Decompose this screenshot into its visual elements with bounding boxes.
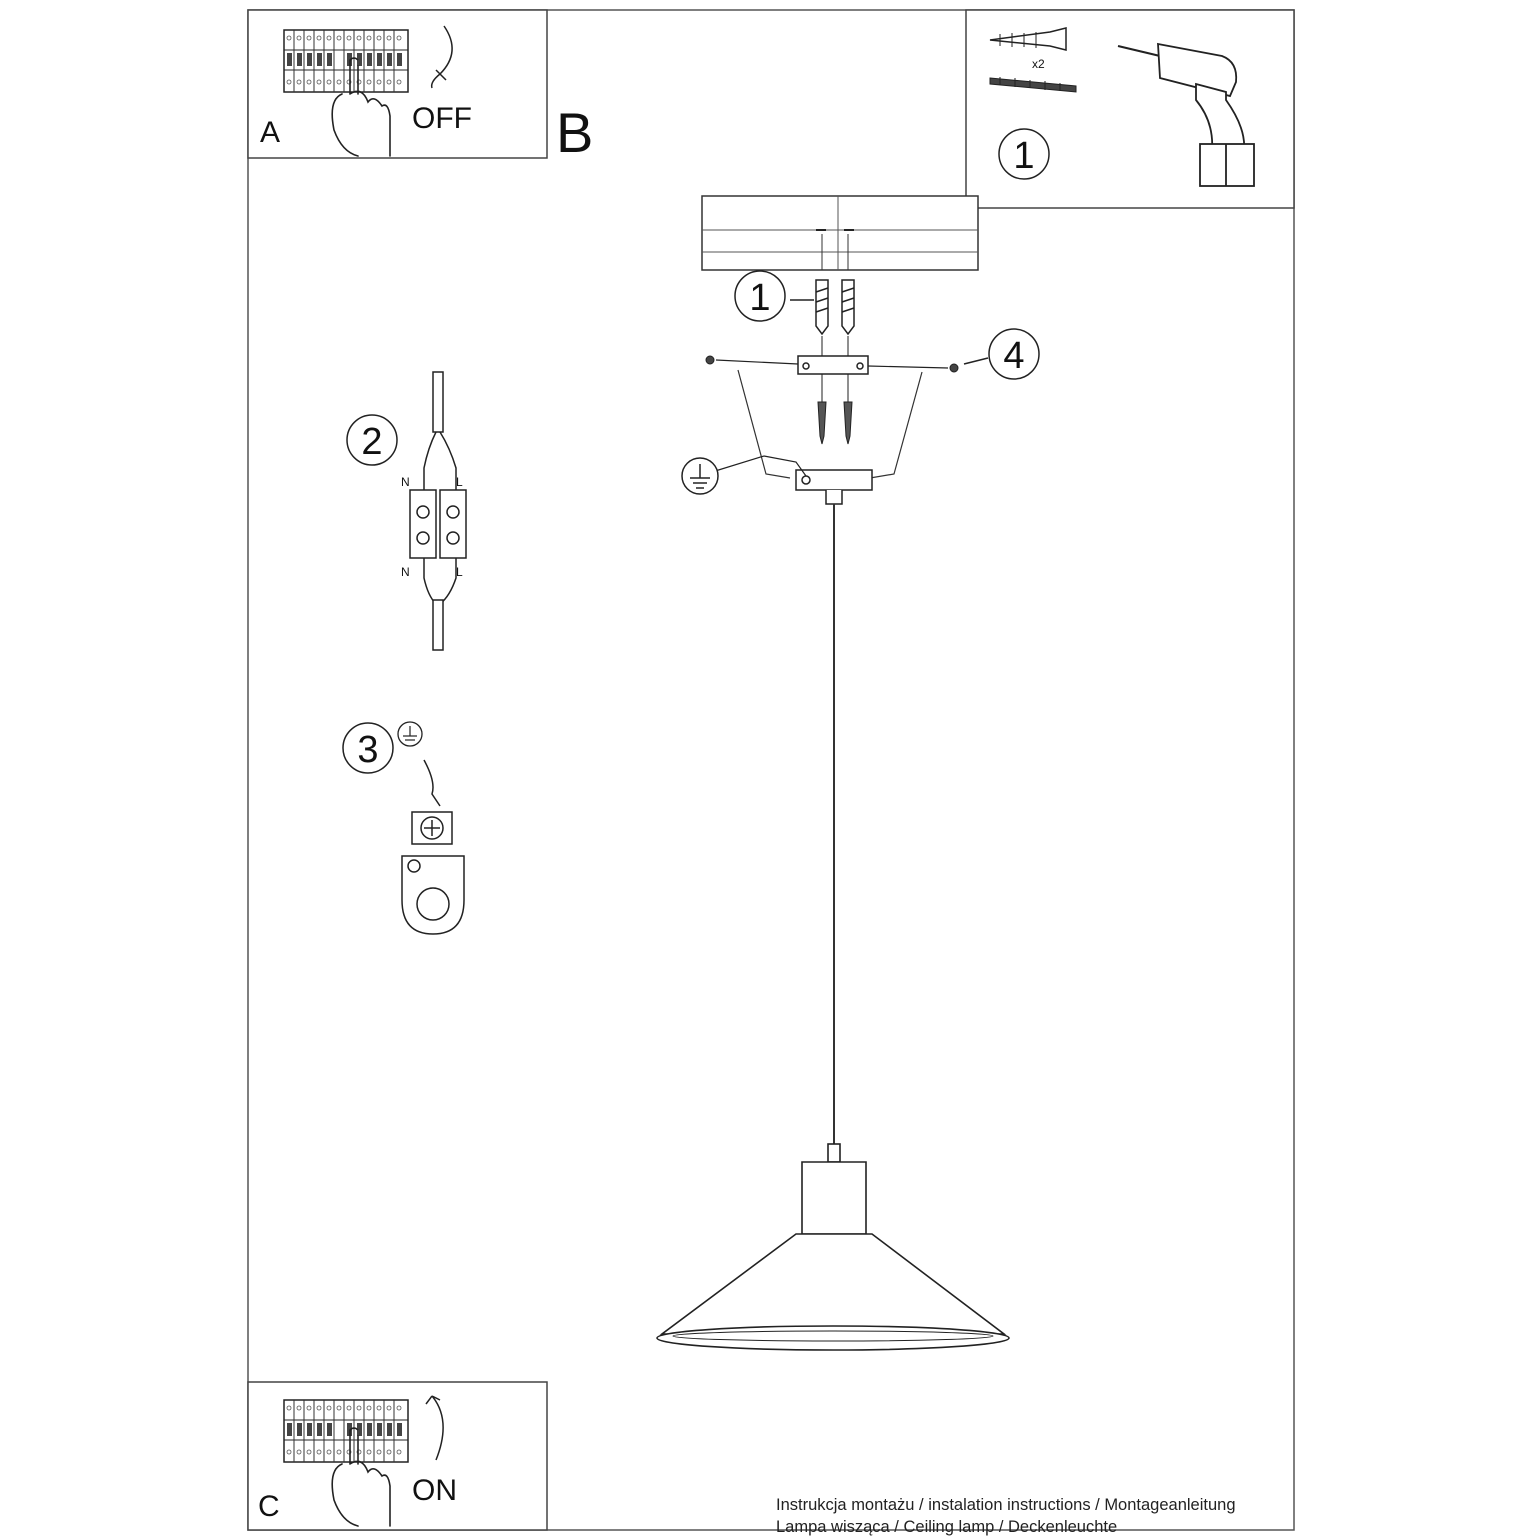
footer-caption: Instrukcja montażu / instalation instruc… [776, 1494, 1316, 1538]
step-3-circle [342, 722, 394, 774]
panel-a-letter: A [260, 116, 280, 149]
step-2-circle [346, 414, 398, 466]
terminal-label-l-top: L [456, 475, 463, 489]
terminal-label-l-bottom: L [456, 565, 463, 579]
terminal-label-n-top: N [401, 475, 410, 489]
terminal-block [409, 371, 467, 651]
earth-symbol-icon [681, 457, 719, 495]
panel-a: A OFF [247, 9, 548, 159]
sheet-border [247, 9, 1295, 1531]
step-4-circle [988, 328, 1040, 380]
switch-off-arrow [430, 25, 453, 89]
switch-on-label: ON [412, 1474, 457, 1507]
tools-step-circle [998, 128, 1050, 180]
step-2-number: 2 [361, 421, 382, 463]
wall-plugs [815, 279, 855, 336]
ceiling [701, 195, 979, 271]
panel-c: C ON [247, 1381, 548, 1531]
tools-box: x2 1 [965, 9, 1295, 209]
canopy-mount [795, 469, 873, 505]
quantity-label: x2 [1032, 57, 1045, 71]
wall-plug-icon [989, 27, 1067, 51]
switch-off-label: OFF [412, 102, 472, 135]
fixing-screws [817, 401, 853, 445]
earth-small-icon [397, 721, 423, 747]
step-3-number: 3 [357, 729, 378, 771]
terminal-label-n-bottom: N [401, 565, 410, 579]
side-screw-right [867, 363, 959, 373]
step-1-number: 1 [749, 277, 770, 319]
panel-b-letter: B [556, 101, 593, 164]
screw-icon [989, 77, 1077, 93]
panel-c-letter: C [258, 1490, 280, 1523]
step-4-number: 4 [1003, 335, 1024, 377]
step-1-circle [734, 270, 786, 322]
mounting-bracket [797, 355, 869, 375]
side-screw-left [705, 355, 799, 365]
lamp-shade [656, 1143, 1010, 1351]
earth-terminal [401, 811, 465, 935]
tools-step-number: 1 [1013, 135, 1034, 177]
switch-on-arrow [425, 1395, 444, 1461]
footer-line-1: Instrukcja montażu / instalation instruc… [776, 1496, 1236, 1514]
footer-line-2: Lampa wisząca / Ceiling lamp / Deckenleu… [776, 1518, 1118, 1536]
drill-icon [1117, 42, 1255, 187]
